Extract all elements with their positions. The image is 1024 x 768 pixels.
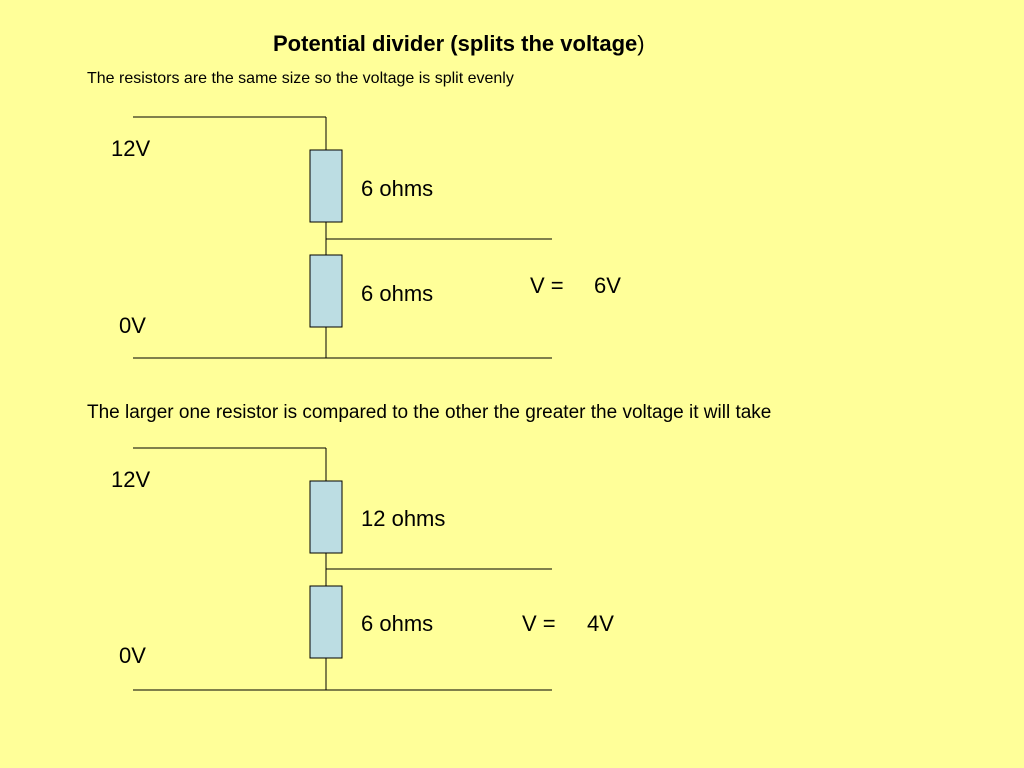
page-title: Potential divider (splits the voltage) [273,33,645,55]
circuit-1-resistor-2 [309,254,343,328]
middle-text: The larger one resistor is compared to t… [87,402,772,423]
circuit-1-r2-label: 6 ohms [361,281,434,306]
circuit-2-v-label: V = [522,611,556,636]
circuit-1-bottom-voltage: 0V [119,313,146,338]
circuit-2-bottom-voltage: 0V [119,643,146,668]
title-close-paren: ) [637,31,645,56]
circuit-2-r1-label: 12 ohms [361,506,446,531]
circuit-1-v-label: V = [530,273,564,298]
intro-text: The resistors are the same size so the v… [87,70,514,87]
circuit-2-resistor-2 [309,585,343,659]
circuit-1-resistor-1 [309,149,343,223]
title-text: Potential divider (splits the voltage [273,31,638,56]
circuit-2-top-voltage: 12V [111,467,151,492]
circuit-2-resistor-1 [309,480,343,554]
circuit-1-top-voltage: 12V [111,136,151,161]
circuit-1-v-value: 6V [594,273,621,298]
circuit-2-r2-label: 6 ohms [361,611,434,636]
circuit-1-r1-label: 6 ohms [361,176,434,201]
circuit-2-v-value: 4V [587,611,614,636]
